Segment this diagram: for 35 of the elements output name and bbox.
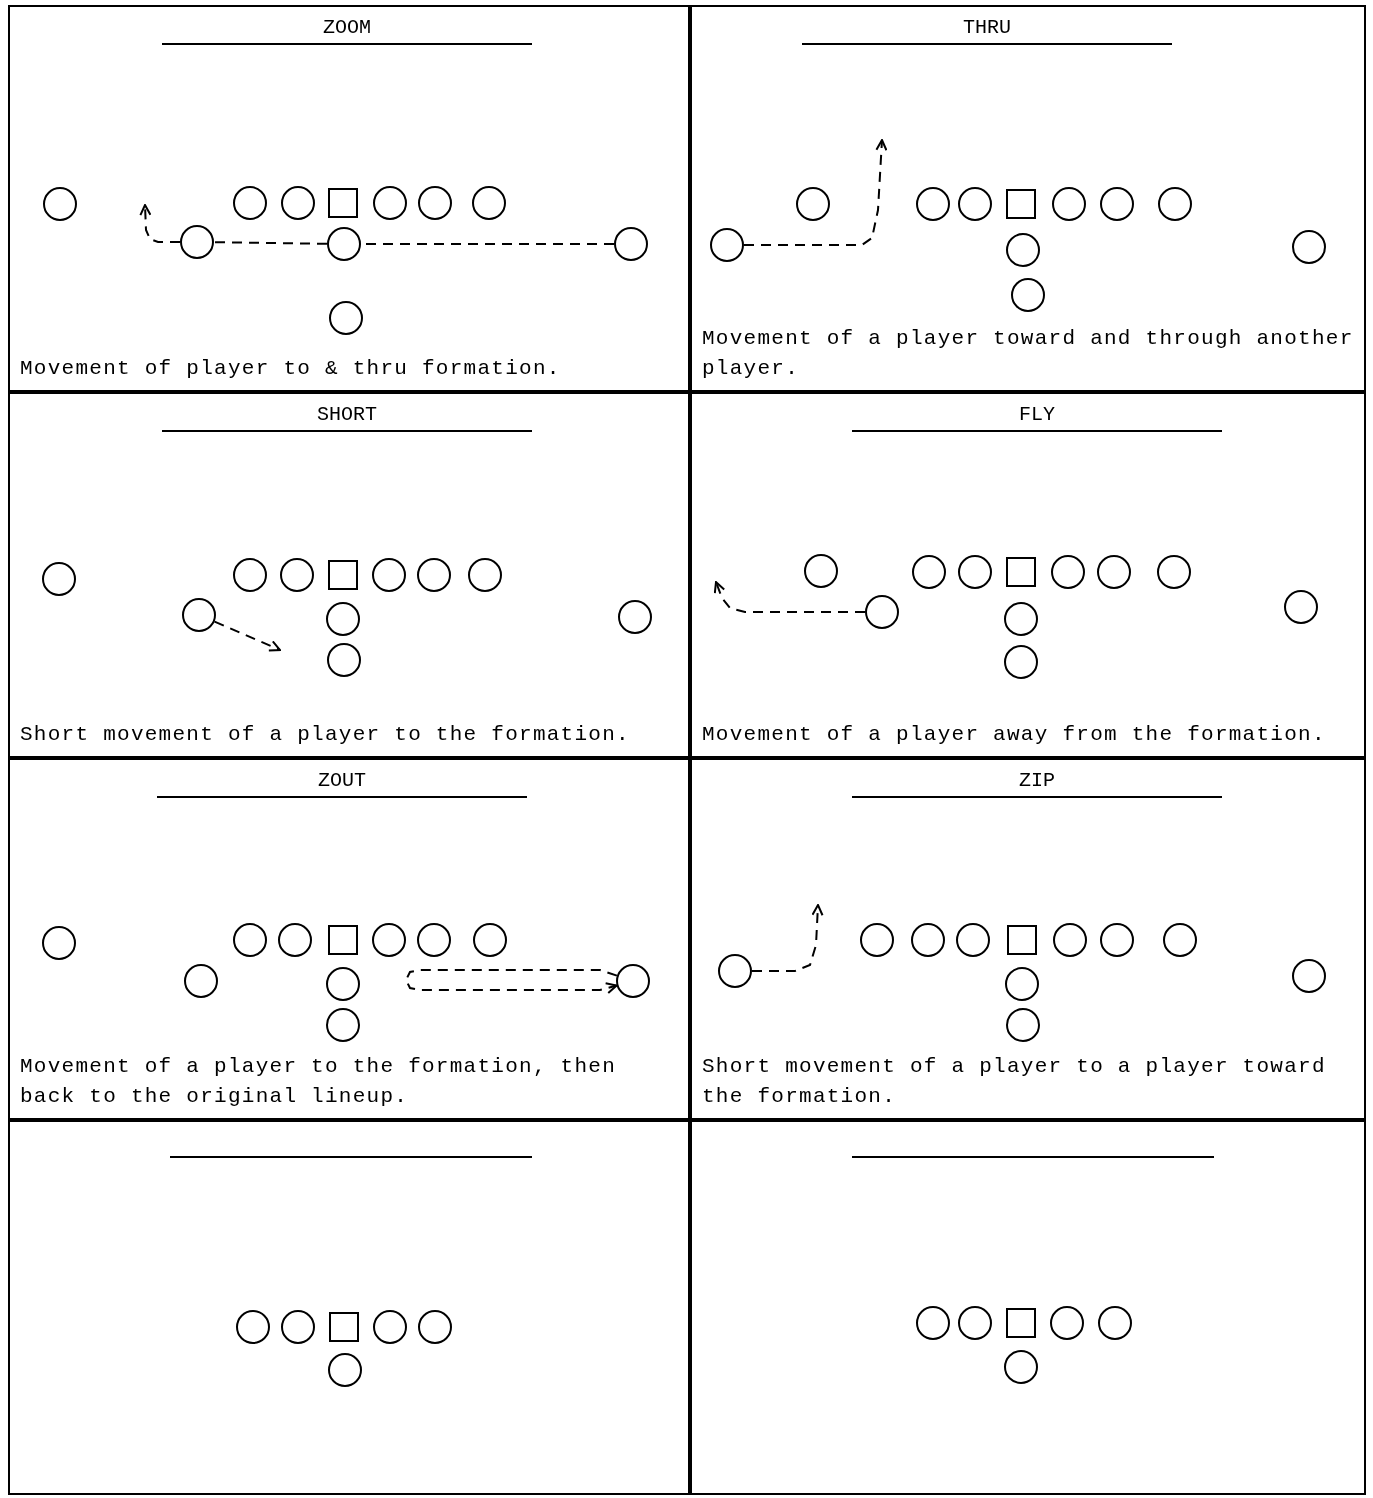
play-panel bbox=[8, 758, 690, 1120]
play-panel bbox=[690, 392, 1366, 758]
movement-arrow bbox=[713, 581, 866, 613]
movement-arrow bbox=[139, 204, 181, 243]
play-description: Movement of a player to the formation, then back to the original lineup. bbox=[20, 1054, 618, 1110]
play-panel bbox=[8, 1120, 690, 1495]
play-panel bbox=[8, 392, 690, 758]
play-panel bbox=[690, 758, 1366, 1120]
play-panel bbox=[8, 5, 690, 392]
center-square bbox=[328, 560, 358, 590]
play-name: ZOUT bbox=[157, 766, 527, 798]
movement-path bbox=[213, 241, 328, 245]
play-description: Movement of a player away from the formation. bbox=[702, 722, 1326, 748]
center-square bbox=[1006, 189, 1036, 219]
movement-arrow bbox=[213, 620, 281, 652]
movement-arrow bbox=[743, 139, 888, 246]
play-name: ZIP bbox=[852, 766, 1222, 798]
center-square bbox=[1006, 1308, 1036, 1338]
play-description: Movement of a player toward and through another player. bbox=[702, 326, 1355, 382]
play-panel bbox=[690, 1120, 1366, 1495]
play-name: FLY bbox=[852, 400, 1222, 432]
play-description: Movement of player to & thru formation. bbox=[20, 356, 561, 382]
center-square bbox=[328, 188, 358, 218]
play-name: THRU bbox=[802, 13, 1172, 45]
center-square bbox=[328, 925, 358, 955]
play-name: SHORT bbox=[162, 400, 532, 432]
center-square bbox=[1006, 557, 1036, 587]
play-name: ZOOM bbox=[162, 13, 532, 45]
center-square bbox=[1007, 925, 1037, 955]
center-square bbox=[329, 1312, 359, 1342]
movement-arrow bbox=[751, 904, 824, 972]
play-description: Short movement of a player to the formation. bbox=[20, 722, 630, 748]
play-panel bbox=[690, 5, 1366, 392]
play-description: Short movement of a player to a player toward the formation. bbox=[702, 1054, 1327, 1110]
movement-arrow bbox=[404, 969, 618, 994]
